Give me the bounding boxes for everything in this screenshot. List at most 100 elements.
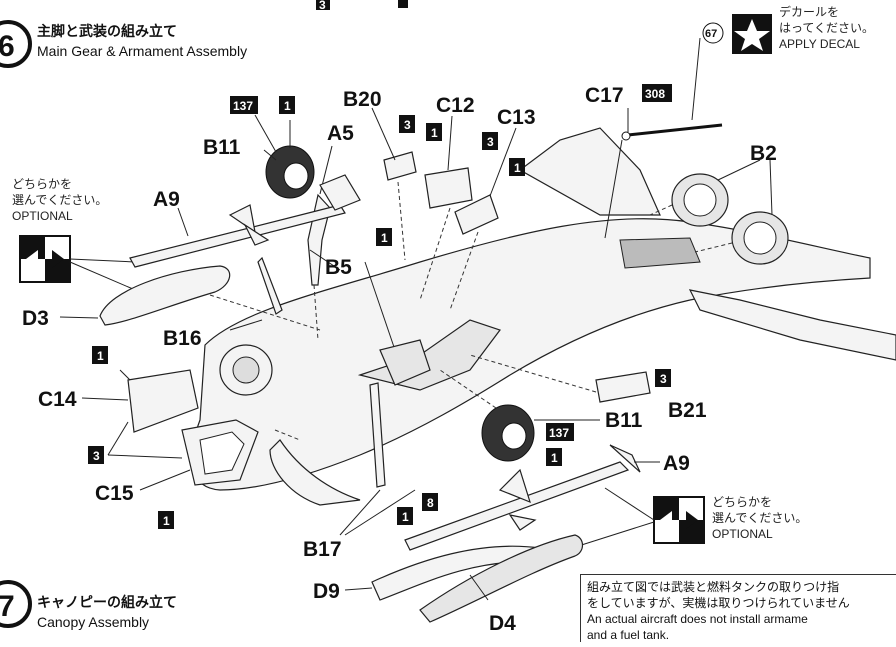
decal-number: 67 bbox=[705, 28, 717, 40]
svg-text:1: 1 bbox=[431, 126, 438, 140]
c12-panel bbox=[424, 167, 473, 209]
missile-bottom bbox=[404, 444, 641, 551]
svg-text:1: 1 bbox=[402, 510, 409, 524]
b2-exhausts bbox=[671, 173, 789, 265]
label-a5: A5 bbox=[327, 122, 354, 145]
svg-text:1: 1 bbox=[284, 99, 291, 113]
label-b21: B21 bbox=[668, 399, 707, 422]
d4-part bbox=[419, 534, 584, 623]
optional-left-line-1: どちらかを bbox=[12, 177, 72, 191]
label-b2: B2 bbox=[750, 142, 777, 165]
color-box-1-b5: 1 bbox=[376, 228, 392, 246]
note-line-4: and a fuel tank. bbox=[587, 628, 670, 642]
color-box-1-c14: 1 bbox=[92, 346, 108, 364]
svg-text:3: 3 bbox=[93, 449, 100, 463]
decal-number-circle bbox=[702, 22, 724, 44]
color-box-3-c13: 3 bbox=[482, 132, 498, 150]
color-box-3-c14: 3 bbox=[88, 446, 104, 464]
b5-bay bbox=[379, 339, 431, 386]
label-b20: B20 bbox=[343, 88, 382, 111]
top-color-box bbox=[316, 0, 330, 10]
color-box-137-top: 137 bbox=[230, 96, 258, 114]
svg-text:137: 137 bbox=[233, 99, 253, 113]
optional-right-icon bbox=[653, 496, 705, 544]
b17-strut bbox=[369, 382, 386, 488]
label-b5: B5 bbox=[325, 256, 352, 279]
optional-right-line-2: 選んでください。 bbox=[712, 511, 807, 525]
color-box-1-c15: 1 bbox=[158, 511, 174, 529]
svg-text:1: 1 bbox=[97, 349, 104, 363]
svg-text:1: 1 bbox=[163, 514, 170, 528]
step-7-title-en: Canopy Assembly bbox=[37, 614, 149, 630]
optional-left-icon bbox=[19, 235, 71, 283]
label-a9-bottom: A9 bbox=[663, 452, 690, 475]
b16-strut bbox=[257, 256, 283, 315]
label-c15: C15 bbox=[95, 482, 134, 505]
step-7-number: 7 bbox=[0, 590, 15, 623]
svg-text:1: 1 bbox=[381, 231, 388, 245]
color-box-137-bottom: 137 bbox=[546, 423, 574, 441]
aircraft-fuselage bbox=[191, 127, 896, 506]
label-b11-bottom: B11 bbox=[605, 409, 643, 432]
color-box-1-bottom: 1 bbox=[546, 448, 562, 466]
svg-text:308: 308 bbox=[645, 87, 665, 101]
wheel-top bbox=[265, 145, 315, 199]
color-box-1-b17: 1 bbox=[397, 507, 413, 525]
color-box-8-b17: 8 bbox=[422, 493, 438, 511]
label-d3: D3 bbox=[22, 307, 49, 330]
label-d4: D4 bbox=[489, 612, 516, 635]
top-color-box-label: 3 bbox=[319, 0, 326, 12]
missile-top bbox=[129, 174, 361, 268]
label-b16: B16 bbox=[163, 327, 202, 350]
top-mark bbox=[398, 0, 408, 8]
b21-panel bbox=[595, 371, 651, 403]
svg-text:1: 1 bbox=[514, 161, 521, 175]
note-line-2: をしていますが、実機は取りつけられていません bbox=[587, 596, 850, 610]
color-box-308: 308 bbox=[642, 84, 672, 102]
decal-line-2: はってください。 bbox=[779, 21, 874, 35]
c14-door bbox=[127, 369, 199, 433]
step-6-number: 6 bbox=[0, 30, 15, 63]
step-7-circle bbox=[0, 580, 32, 628]
svg-text:8: 8 bbox=[427, 496, 434, 510]
label-c14: C14 bbox=[38, 388, 77, 411]
svg-text:1: 1 bbox=[551, 451, 558, 465]
svg-text:137: 137 bbox=[549, 426, 569, 440]
color-box-1-c12: 1 bbox=[426, 123, 442, 141]
wheel-bottom bbox=[481, 404, 535, 462]
note-line-1: 組み立て図では武装と燃料タンクの取りつけ指 bbox=[587, 580, 840, 594]
d3-fuel-tank bbox=[99, 265, 231, 326]
decal-line-3: APPLY DECAL bbox=[779, 37, 860, 51]
color-box-1-c13: 1 bbox=[509, 158, 525, 176]
label-a9-top: A9 bbox=[153, 188, 180, 211]
svg-text:3: 3 bbox=[404, 118, 411, 132]
c13-panel bbox=[454, 194, 499, 235]
label-c13: C13 bbox=[497, 106, 536, 129]
star-icon bbox=[734, 19, 770, 51]
label-b11-top: B11 bbox=[203, 136, 241, 159]
step-6-title-en: Main Gear & Armament Assembly bbox=[37, 43, 247, 59]
optional-left-line-2: 選んでください。 bbox=[12, 193, 107, 207]
step-7-title-jp: キャノピーの組み立て bbox=[37, 594, 177, 610]
step-6-title-jp: 主脚と武装の組み立て bbox=[37, 23, 177, 39]
step-6-circle bbox=[0, 20, 32, 68]
b20-panel bbox=[383, 151, 417, 181]
color-box-3-b20: 3 bbox=[399, 115, 415, 133]
svg-text:3: 3 bbox=[660, 372, 667, 386]
c17-antenna bbox=[627, 123, 723, 137]
optional-left-line-3: OPTIONAL bbox=[12, 209, 73, 223]
label-c17: C17 bbox=[585, 84, 624, 107]
note-line-3: An actual aircraft does not install arma… bbox=[587, 612, 808, 626]
optional-right-line-3: OPTIONAL bbox=[712, 527, 773, 541]
label-c12: C12 bbox=[436, 94, 475, 117]
optional-right-line-1: どちらかを bbox=[712, 495, 772, 509]
note-box: 組み立て図では武装と燃料タンクの取りつけ指 をしていますが、実機は取りつけられて… bbox=[580, 574, 896, 642]
color-box-1-top-a: 1 bbox=[279, 96, 295, 114]
color-box-3-b21: 3 bbox=[655, 369, 671, 387]
label-b17: B17 bbox=[303, 538, 342, 561]
decal-line-1: デカールを bbox=[779, 4, 839, 19]
svg-text:3: 3 bbox=[487, 135, 494, 149]
label-d9: D9 bbox=[313, 580, 340, 603]
